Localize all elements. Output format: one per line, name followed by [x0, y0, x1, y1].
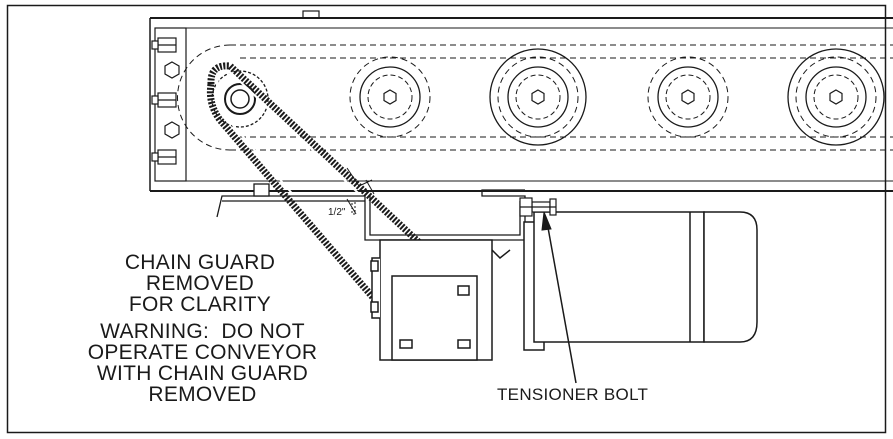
roller-4: [787, 48, 885, 146]
motor-mount-bracket: [216, 183, 526, 241]
roller-3: [647, 56, 729, 138]
warning-line-3: WITH CHAIN GUARD: [96, 362, 309, 385]
tensioner-bolt: [519, 197, 557, 217]
warning-line-2: OPERATE CONVEYOR: [87, 341, 318, 364]
warning-line-4: REMOVED: [148, 383, 257, 406]
drive-motor: [523, 211, 758, 351]
end-plate-bolts: [151, 37, 180, 165]
guard-note-line-2: REMOVED: [145, 272, 255, 295]
warning-note: WARNING: DO NOT OPERATE CONVEYOR WITH CH…: [60, 321, 345, 405]
dimension-marks: [346, 167, 375, 215]
tensioner-bolt-label: TENSIONER BOLT: [497, 385, 649, 404]
figure-border: [6, 4, 887, 434]
tensioner-leader: [541, 211, 577, 384]
guard-note-line-3: FOR CLARITY: [128, 293, 272, 316]
gear-reducer: [370, 239, 511, 361]
roller-2: [489, 48, 587, 146]
conveyor-frame: [149, 10, 893, 192]
chain-guard-note: CHAIN GUARD REMOVED FOR CLARITY: [100, 252, 300, 315]
roller-path: [177, 44, 893, 151]
guard-note-line-1: CHAIN GUARD: [124, 251, 276, 274]
warning-line-1: WARNING: DO NOT: [100, 320, 305, 343]
dimension-label: 1/2": [328, 207, 346, 218]
roller-1: [349, 56, 431, 138]
